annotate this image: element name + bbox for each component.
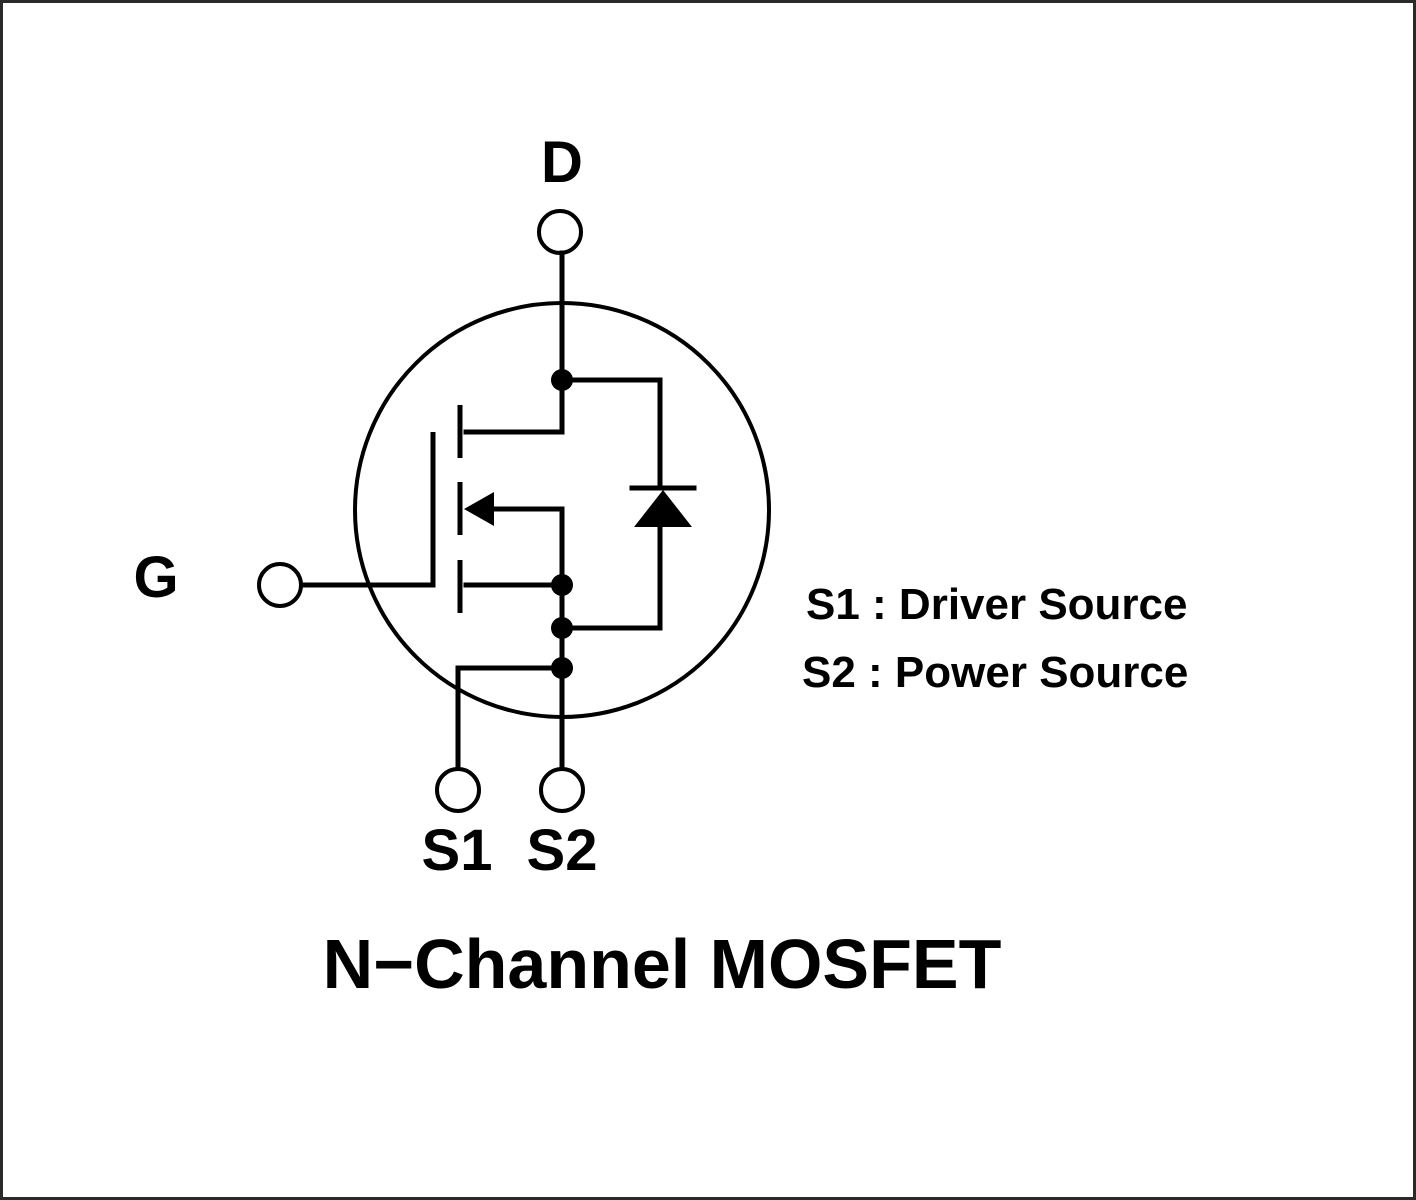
legend-line-s2: S2 : Power Source (802, 648, 1188, 697)
legend-line-s1: S1 : Driver Source (806, 580, 1188, 629)
diagram-title: N−Channel MOSFET (323, 925, 1002, 1003)
diode-triangle (634, 490, 692, 527)
drain-terminal (537, 209, 583, 255)
gate-terminal (257, 562, 303, 608)
drain-label: D (541, 130, 583, 195)
source-junction-dot-1 (551, 574, 573, 596)
source-junction-dot-2 (551, 617, 573, 639)
s1-label: S1 (422, 818, 493, 883)
s1-terminal (435, 767, 481, 813)
body-arrow (464, 492, 494, 526)
gate-label: G (133, 545, 178, 610)
s2-label: S2 (527, 818, 598, 883)
s2-terminal (539, 767, 585, 813)
